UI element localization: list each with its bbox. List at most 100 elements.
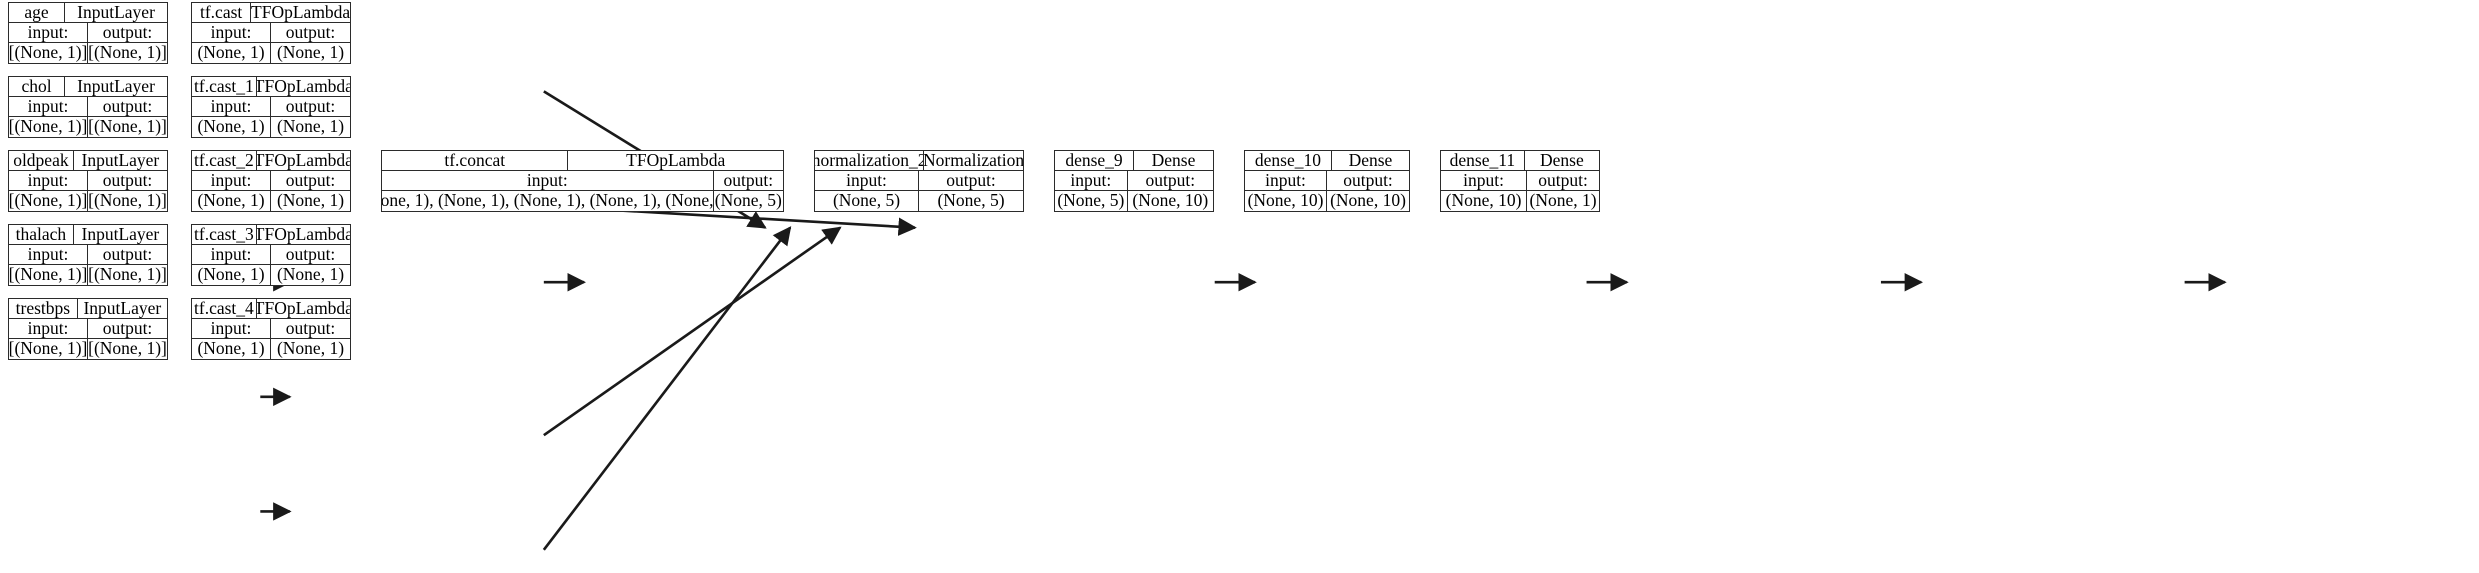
node-class: TFOpLambda [256,77,350,96]
node-input-shape: (None, 1) [192,117,271,137]
node-title: tf.concat [382,151,569,171]
node-output-shape: [(None, 1)] [88,117,167,137]
node-input-label: input: [192,171,271,191]
node-input-shape: (None, 10) [1441,191,1528,211]
node-output-shape: (None, 5) [714,191,782,211]
edge-tf_cast_3-to-tf_concat [543,226,842,437]
node-input-shape: [(None, 1)] [9,43,88,63]
node-input-label: input: [9,171,88,191]
node-dense_11[interactable]: dense_11 Dense input: output: (None, 10)(Non… [1440,150,1600,212]
node-title: trestbps [9,299,78,319]
node-output-label: output: [1343,171,1393,190]
node-input-shape: (None, 1) [192,265,271,285]
node-input-label: input: [1055,171,1128,191]
node-input-label: input: [9,97,88,117]
node-input-label: input: [1441,171,1528,191]
node-input-shape: (None, 1) [192,191,271,211]
node-output-shape: (None, 1) [276,339,345,359]
node-input-shape: (None, 10) [1245,191,1327,211]
node-class: TFOpLambda [256,151,350,170]
node-input-shape: (None, 1) [192,339,271,359]
node-output-shape: [(None, 1)] [88,339,167,359]
node-input-shape: [(None, 1)] [9,117,88,137]
node-title: dense_11 [1441,151,1525,171]
node-output-shape: (None, 1) [276,265,345,285]
node-output-label: output: [1145,171,1196,190]
edge-tf_cast_4-to-tf_concat [542,226,792,551]
node-tf_concat[interactable]: tf.concatTFOpLambdainput:output:[(None, … [381,150,784,212]
node-output-label: output: [1538,171,1588,190]
node-title: oldpeak [9,151,74,171]
node-title: dense_9 [1055,151,1134,171]
node-input-label: input: [192,97,271,117]
node-output-shape: [(None, 1)] [88,43,167,63]
node-input-label: input: [192,23,271,43]
node-input-shape: [(None, 1), (None, 1), (None, 1), (None,… [382,191,714,211]
node-output-shape: (None, 10) [1132,191,1209,211]
node-input-label: input: [9,245,88,265]
node-class: Normalization [924,151,1023,170]
node-title: thalach [9,225,74,245]
node-output-shape: (None, 1) [1529,191,1597,211]
node-output-label: output: [285,245,336,264]
node-output-shape: (None, 1) [276,191,345,211]
node-title: dense_10 [1245,151,1332,171]
node-title: tf.cast_3 [192,225,257,245]
node-input-shape: [(None, 1)] [9,339,88,359]
node-title: tf.cast [192,3,252,23]
node-class: Dense [1348,151,1393,170]
node-output-shape: (None, 1) [276,43,345,63]
node-class: InputLayer [81,151,160,170]
node-title: tf.cast_4 [192,299,257,319]
node-title: age [9,3,66,23]
node-input-label: input: [192,245,271,265]
node-output-label: output: [102,319,153,338]
node-input-shape: [(None, 1)] [9,265,88,285]
node-class: InputLayer [81,225,160,244]
node-input-label: input: [815,171,919,191]
node-output-label: output: [102,23,153,42]
node-input-shape: [(None, 1)] [9,191,88,211]
node-title: tf.cast_1 [192,77,257,97]
node-output-shape: (None, 5) [937,191,1005,211]
node-class: TFOpLambda [256,299,350,318]
node-input-shape: (None, 5) [815,191,919,211]
node-class: InputLayer [83,299,162,318]
node-title: tf.cast_2 [192,151,257,171]
node-input-shape: (None, 5) [1055,191,1128,211]
node-title: chol [9,77,66,97]
node-output-label: output: [285,319,336,338]
node-output-label: output: [285,171,336,190]
node-class: Dense [1539,151,1584,170]
node-output-shape: [(None, 1)] [88,265,167,285]
node-input-label: input: [192,319,271,339]
node-class: TFOpLambda [251,3,350,22]
node-output-label: output: [285,23,336,42]
node-output-shape: (None, 10) [1330,191,1406,211]
node-class: InputLayer [77,77,155,96]
node-input-shape: (None, 1) [192,43,271,63]
node-input-label: input: [1245,171,1327,191]
node-input-label: input: [9,23,88,43]
node-title: normalization_2 [815,151,925,171]
node-class: TFOpLambda [626,151,726,170]
node-output-label: output: [102,97,153,116]
node-output-label: output: [102,245,153,264]
node-class: TFOpLambda [256,225,350,244]
node-output-label: output: [102,171,153,190]
